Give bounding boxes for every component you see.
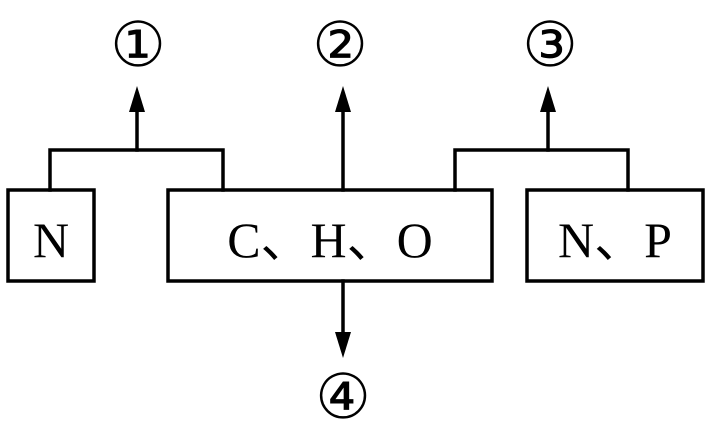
box-right <box>525 188 705 283</box>
box-right-label: N、P <box>558 212 672 268</box>
bracket-1 <box>48 148 225 192</box>
marker-2: ② <box>312 8 368 81</box>
marker-1: ① <box>110 8 166 81</box>
box-left <box>6 188 96 283</box>
arrow-2-head <box>335 86 351 112</box>
arrow-4-head <box>335 332 351 358</box>
box-middle-label: C、H、O <box>227 212 433 268</box>
box-left-label: N <box>33 212 69 268</box>
box-middle <box>166 188 494 283</box>
box-left-group: N <box>6 188 96 283</box>
marker-4: ④ <box>315 360 371 432</box>
box-right-group: N、P <box>525 188 705 283</box>
arrow-1-head <box>129 86 145 112</box>
bracket-3 <box>453 148 630 192</box>
box-middle-group: C、H、O <box>166 188 494 283</box>
marker-3: ③ <box>522 8 578 81</box>
arrow-3-head <box>540 86 556 112</box>
